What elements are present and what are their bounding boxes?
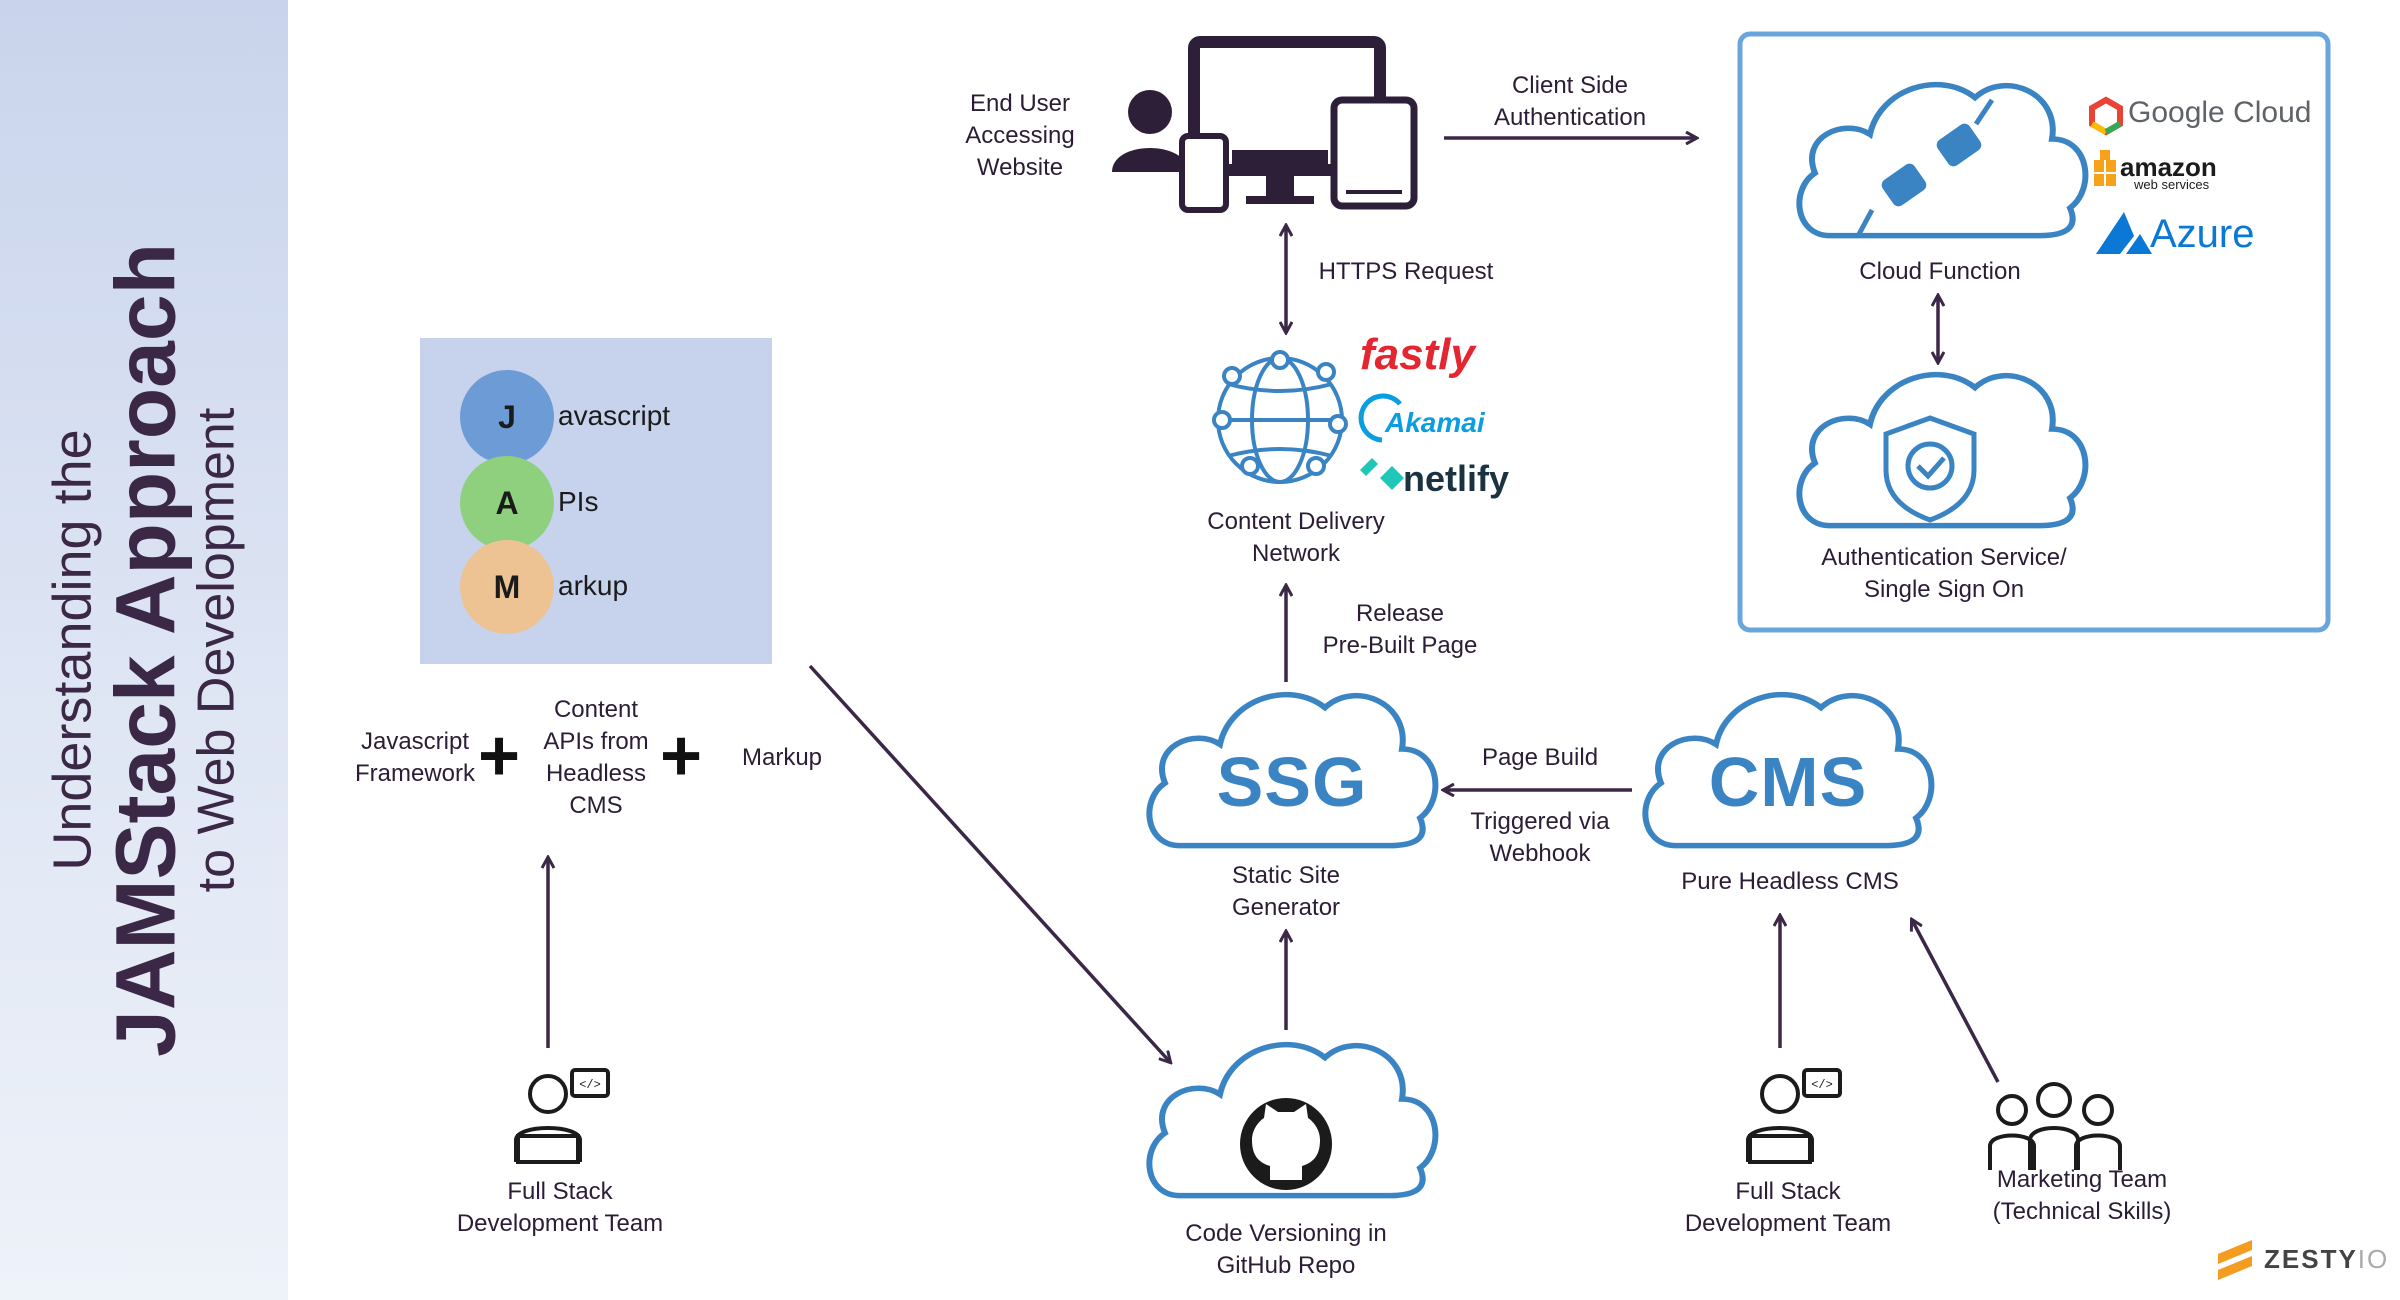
triggered-label: Triggered via Webhook [1470, 808, 1610, 867]
akamai-logo: Akamai [1385, 407, 1485, 438]
netlify-icon [1360, 458, 1404, 490]
dev-team-right-label: Full Stack Development Team [1684, 1178, 1892, 1237]
plus-sign-1: + [478, 716, 521, 796]
jam-word-javascript: avascript [558, 400, 671, 431]
https-request-label: HTTPS Request [1318, 258, 1494, 285]
equation-javascript-framework: Javascript Framework [354, 728, 475, 787]
jam-acronym-box: J avascript A PIs M arkup [420, 338, 772, 664]
jam-letter-j: J [460, 370, 554, 464]
cdn-label: Content Delivery Network [1207, 508, 1385, 567]
github-icon [1240, 1098, 1332, 1190]
jam-row-markup: M arkup [460, 540, 760, 634]
auth-service-label: Authentication Service/ Single Sign On [1821, 544, 2067, 603]
jam-letter-m: M [460, 540, 554, 634]
jam-letter-a: A [460, 456, 554, 550]
cloud-function-cloud-icon [1799, 85, 2085, 236]
release-label: Release Pre-Built Page [1322, 600, 1478, 659]
equation-markup: Markup [741, 744, 823, 771]
jam-word-apis: PIs [558, 486, 599, 517]
svg-text:</>: </> [579, 1078, 601, 1092]
plug-icon [1855, 98, 1995, 238]
amazon-logo-subtext: web services [2134, 177, 2210, 192]
zesty-logo-text: ZESTY [2264, 1244, 2358, 1274]
ssg-title: SSG [1216, 743, 1368, 821]
marketing-team-label: Marketing Team (Technical Skills) [1992, 1166, 2172, 1225]
auth-group-box [1737, 31, 2331, 633]
jam-word-markup: arkup [558, 570, 629, 601]
aws-icon [2094, 150, 2116, 186]
arrow-jam-github [808, 664, 1170, 1062]
arrow-marketing [1912, 920, 2000, 1083]
azure-icon [2096, 212, 2152, 254]
azure-logo: Azure [2150, 212, 2255, 256]
developer-icon-left: </> [514, 1068, 610, 1164]
end-user-label: End User Accessing Website [965, 90, 1075, 181]
google-cloud-logo: Google Cloud [2128, 96, 2312, 129]
fastly-logo: fastly [1360, 330, 1475, 379]
developer-icon-right: </> [1746, 1068, 1842, 1164]
zesty-logo: ZESTYIO [2264, 1244, 2389, 1275]
sidebar: Understanding the JAMStack Approach to W… [0, 0, 288, 1300]
client-auth-label: Client Side Authentication [1493, 72, 1647, 131]
amazon-logo-text: amazon [2120, 152, 2217, 182]
zesty-logo-icon [2218, 1240, 2252, 1280]
equation-content-apis: Content APIs from Headless CMS [543, 696, 649, 819]
cms-label: Pure Headless CMS [1681, 868, 1899, 895]
svg-text:</>: </> [1811, 1078, 1833, 1092]
shield-check-icon [1883, 415, 1977, 523]
jam-row-apis: A PIs [460, 456, 760, 550]
end-user-devices-icon [1112, 36, 1418, 213]
netlify-logo: netlify [1403, 458, 1510, 499]
marketing-team-icon [1988, 1082, 2122, 1170]
dev-team-left-label: Full Stack Development Team [456, 1178, 664, 1237]
zesty-logo-io: IO [2357, 1244, 2390, 1274]
cms-title: CMS [1708, 743, 1868, 821]
github-label: Code Versioning in GitHub Repo [1185, 1220, 1387, 1279]
cloud-function-label: Cloud Function [1859, 258, 2021, 285]
cdn-globe-icon [1212, 350, 1348, 484]
akamai-icon [1358, 393, 1402, 443]
page-build-label: Page Build [1481, 744, 1599, 771]
plus-sign-2: + [660, 716, 703, 796]
google-cloud-icon [2089, 96, 2123, 136]
ssg-label: Static Site Generator [1231, 862, 1341, 921]
arrows [548, 138, 2000, 1083]
jam-row-javascript: J avascript [460, 370, 760, 464]
